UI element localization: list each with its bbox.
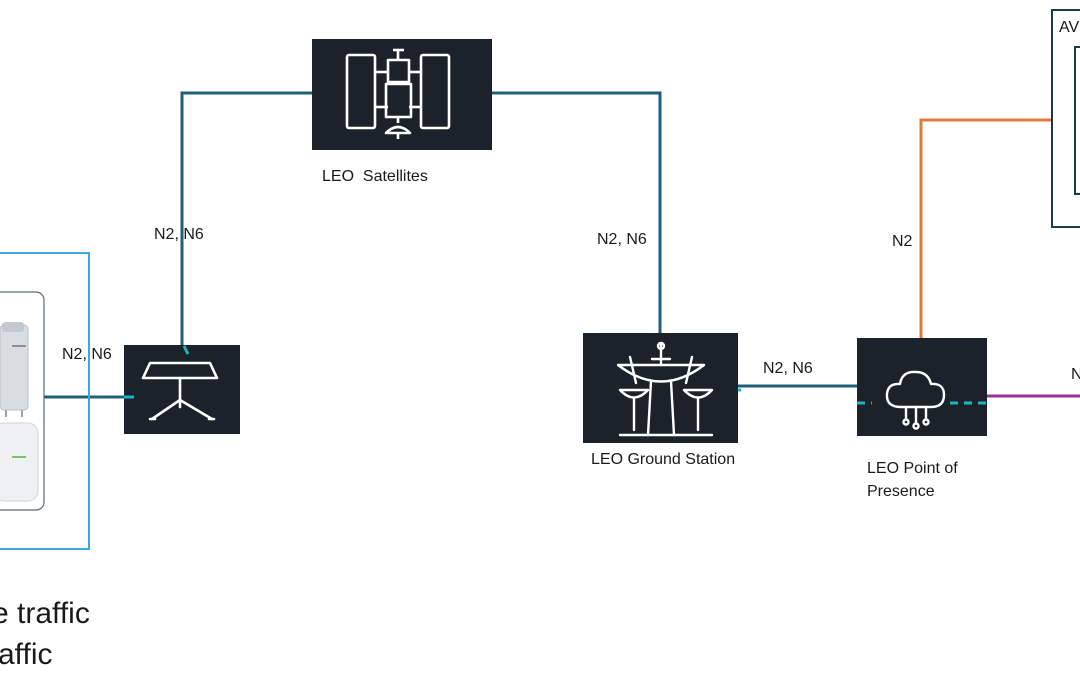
- satellite-label: LEO Satellites: [322, 168, 428, 185]
- satellite-dish-terminal-icon: [141, 361, 219, 421]
- link-label-pop-aws: N2: [892, 233, 913, 250]
- link-label-device-terminal: N2, N6: [62, 346, 112, 363]
- link-lines: [44, 91, 1080, 399]
- pop-node-box: [857, 338, 987, 436]
- aws-region-frame: [1051, 9, 1080, 228]
- pop-label-line1: LEO Point of: [867, 460, 958, 477]
- aws-box-label: AV: [1059, 19, 1080, 36]
- ground-station-antenna-icon: [616, 341, 714, 437]
- n6-dashed-markers: [124, 345, 987, 405]
- pop-label-line2: Presence: [867, 483, 935, 500]
- ground-station-label: LEO Ground Station: [591, 451, 736, 468]
- aws-inner-frame: [1074, 46, 1080, 195]
- link-label-satellite-ground: N2, N6: [597, 231, 647, 248]
- terminal-node-box: [124, 345, 240, 434]
- cloud-network-icon: [885, 370, 946, 430]
- link-terminal-to-satellite: [180, 91, 312, 345]
- link-label-pop-right: N: [1071, 366, 1080, 383]
- link-label-ground-pop: N2, N6: [763, 360, 813, 377]
- link-pop-to-aws: [919, 118, 1052, 338]
- link-satellite-to-ground: [492, 91, 662, 333]
- ue-group-box: [0, 252, 90, 550]
- router-device-icon: [0, 322, 39, 502]
- satellite-node-box: [312, 39, 492, 150]
- legend-line-1: e traffic: [0, 597, 90, 630]
- link-label-terminal-satellite: N2, N6: [154, 226, 204, 243]
- legend-line-2: affic: [0, 638, 53, 671]
- satellite-icon: [345, 48, 451, 139]
